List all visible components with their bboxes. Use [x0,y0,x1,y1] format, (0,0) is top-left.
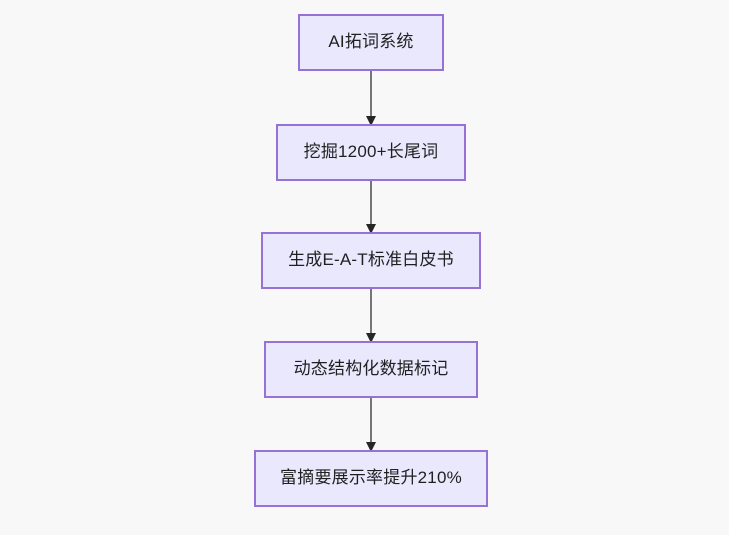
flow-node-label: 生成E-A-T标准白皮书 [288,250,454,270]
flow-node-dynamic-structured-data-markup[interactable]: 动态结构化数据标记 [264,341,478,398]
edge-n4-n5 [366,396,376,452]
flow-node-ai-keyword-system[interactable]: AI拓词系统 [298,14,444,71]
flow-node-label: 富摘要展示率提升210% [280,468,462,488]
flow-node-label: 动态结构化数据标记 [293,359,449,379]
edge-n2-n3 [366,179,376,234]
edge-n3-n4 [366,287,376,343]
flow-node-label: 挖掘1200+长尾词 [303,142,439,162]
flow-node-rich-snippet-impression-lift[interactable]: 富摘要展示率提升210% [254,450,488,507]
edge-n1-n2 [366,69,376,126]
flow-node-label: AI拓词系统 [328,32,414,52]
flow-node-generate-eat-whitepaper[interactable]: 生成E-A-T标准白皮书 [261,232,481,289]
flow-node-mine-longtail-keywords[interactable]: 挖掘1200+长尾词 [276,124,466,181]
